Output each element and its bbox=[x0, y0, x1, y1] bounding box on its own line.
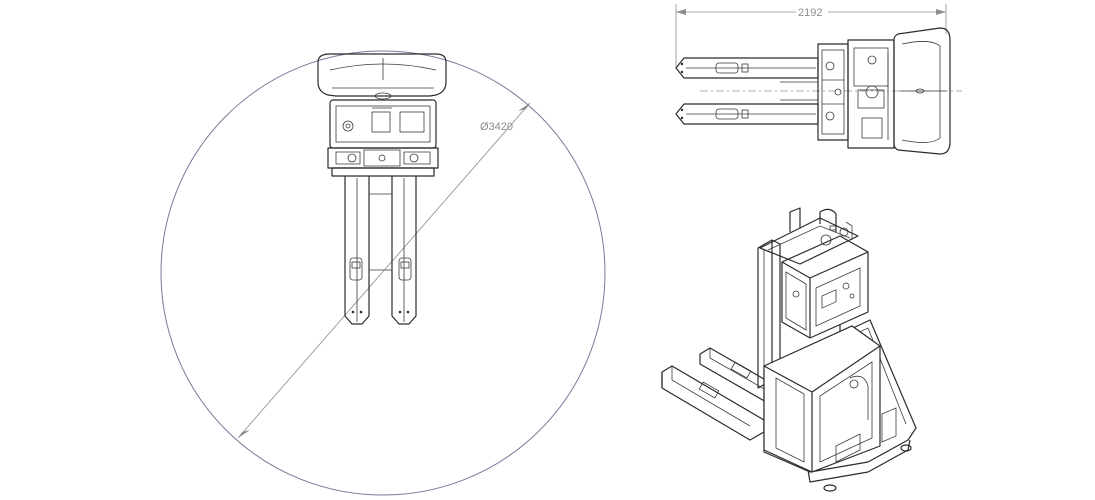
top-view-with-turning-circle: Ø3420 bbox=[160, 50, 606, 496]
side-view-with-length: 2192 bbox=[675, 4, 962, 155]
length-dimension-label: 2192 bbox=[798, 7, 822, 19]
tiller-handle-side bbox=[893, 27, 951, 155]
isometric-view bbox=[661, 207, 917, 492]
diameter-dimension-line bbox=[237, 102, 531, 439]
forks-top-view bbox=[344, 176, 417, 325]
turning-circle bbox=[160, 50, 606, 496]
diameter-dimension-label: Ø3420 bbox=[480, 121, 513, 133]
tiller-handle bbox=[317, 53, 447, 97]
